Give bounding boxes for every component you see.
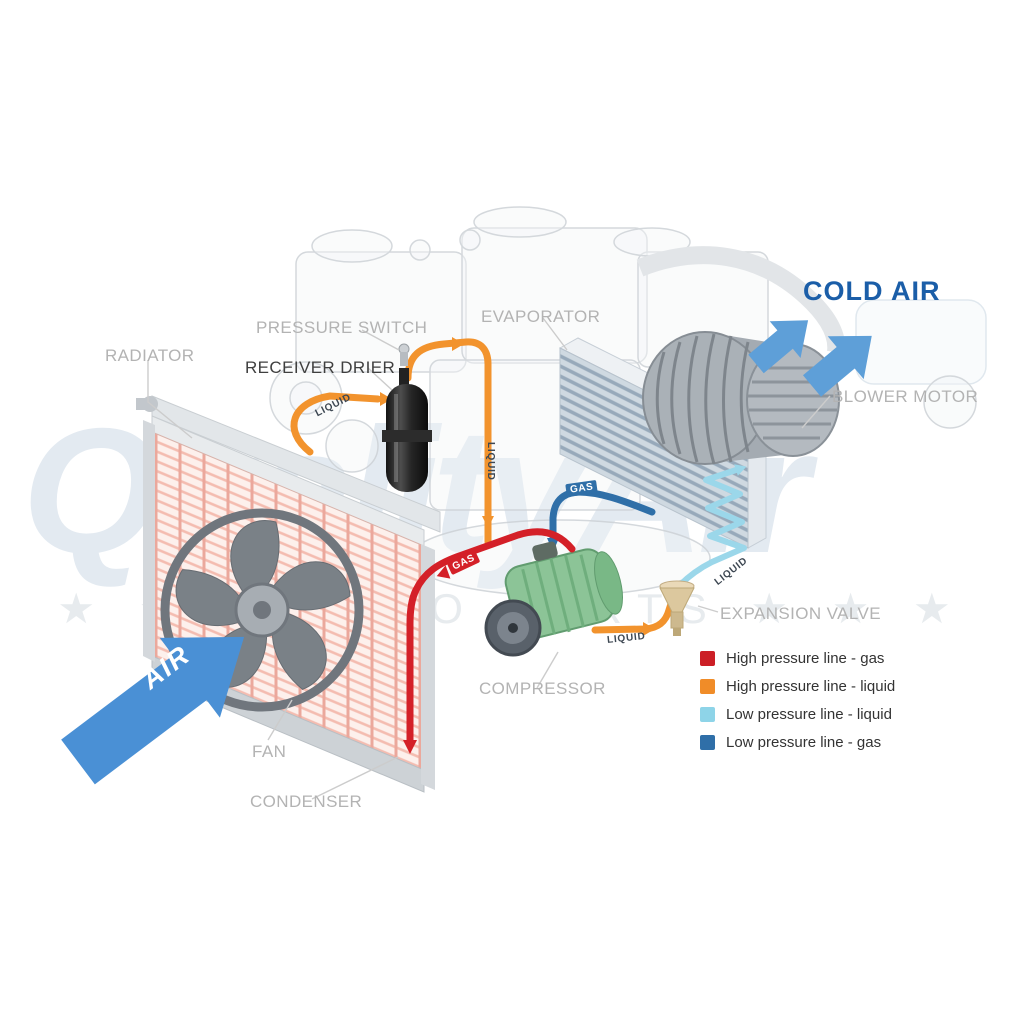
legend-label-high-gas: High pressure line - gas <box>726 650 885 667</box>
compressor-graphic <box>484 541 623 657</box>
blower-motor-graphic <box>642 331 840 465</box>
label-condenser: CONDENSER <box>250 792 363 811</box>
legend-swatch-low-gas <box>700 735 715 750</box>
legend-label-high-liquid: High pressure line - liquid <box>726 678 896 695</box>
leader-lines <box>147 317 831 800</box>
legend-label-low-liquid: Low pressure line - liquid <box>726 706 892 723</box>
expansion-valve-graphic <box>659 580 695 636</box>
legend-row-low-liquid: Low pressure line - liquid <box>700 706 895 723</box>
pipe-high-gas-arrows <box>403 565 451 754</box>
air-arrow <box>61 636 245 785</box>
label-compressor: COMPRESSOR <box>479 679 606 698</box>
label-pressure-switch: PRESSURE SWITCH <box>256 318 428 337</box>
legend-swatch-high-gas <box>700 651 715 666</box>
pipe-high-liquid-arrows <box>380 337 655 636</box>
legend-swatch-high-liquid <box>700 679 715 694</box>
flow-label-liquid-drier: LIQUID <box>485 442 496 481</box>
label-evaporator: EVAPORATOR <box>481 307 601 326</box>
label-blower-motor: BLOWER MOTOR <box>832 387 979 406</box>
label-expansion-valve: EXPANSION VALVE <box>720 604 881 623</box>
label-fan: FAN <box>252 742 287 761</box>
legend-row-low-gas: Low pressure line - gas <box>700 734 895 751</box>
pipe-low-liquid-arrow <box>734 464 747 476</box>
label-receiver-drier: RECEIVER DRIER <box>245 358 396 377</box>
pipe-low-liquid <box>677 467 747 588</box>
label-cold-air: COLD AIR <box>803 276 941 306</box>
legend-row-high-liquid: High pressure line - liquid <box>700 678 895 695</box>
fan-graphic <box>160 508 364 712</box>
pipe-high-gas <box>406 528 576 746</box>
legend-swatch-low-liquid <box>700 707 715 722</box>
receiver-drier-graphic <box>382 343 432 492</box>
label-radiator: RADIATOR <box>105 346 195 365</box>
cold-air-arrows <box>748 320 872 397</box>
legend-label-low-gas: Low pressure line - gas <box>726 734 882 751</box>
legend: High pressure line - gas High pressure l… <box>700 650 895 762</box>
legend-row-high-gas: High pressure line - gas <box>700 650 895 667</box>
